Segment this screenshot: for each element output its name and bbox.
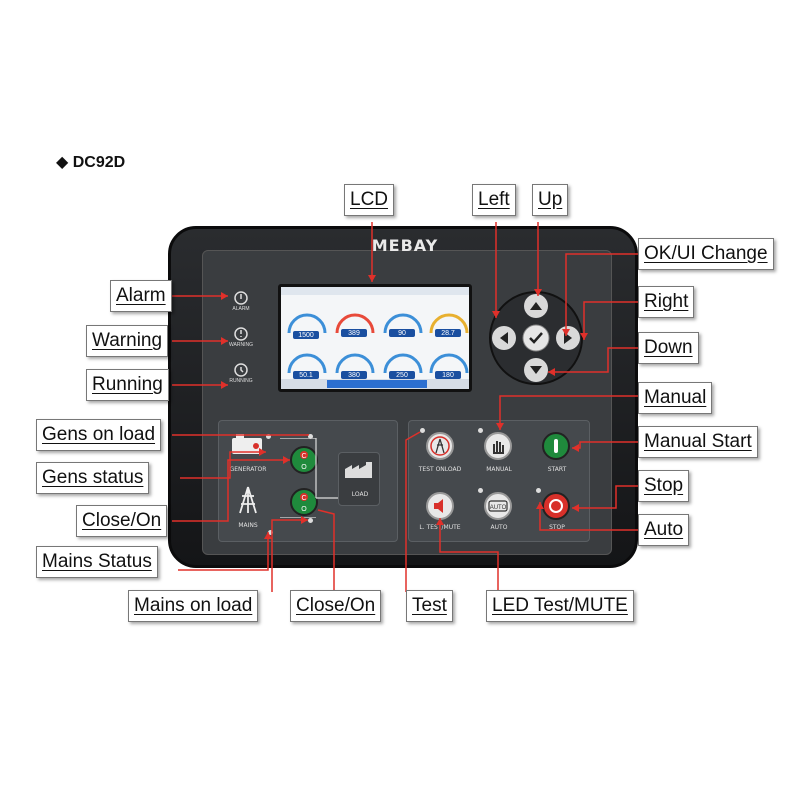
lcd-screen: 1500 389 90 28.7 50.1 380 250 180: [278, 284, 472, 392]
lcd-tab-bar: [281, 287, 469, 295]
test-onload-label: TEST ONLOAD: [418, 466, 462, 473]
callout-gens-status: Gens status: [36, 462, 150, 494]
mains-on-load-led: [308, 518, 313, 523]
tower-icon: [430, 436, 450, 456]
generator-icon: [232, 434, 262, 454]
arrow-up-icon: [530, 302, 542, 310]
callout-test: Test: [406, 590, 453, 622]
start-button[interactable]: [542, 432, 570, 460]
lcd-progress-bar: [327, 380, 427, 388]
lcd-reading: 28.7: [441, 330, 455, 337]
load-box: LOAD: [338, 452, 380, 506]
mains-label: MAINS: [238, 522, 258, 529]
callout-close-on-bottom: Close/On: [290, 590, 382, 622]
callout-mains-on-load: Mains on load: [128, 590, 259, 622]
callout-running: Running: [86, 369, 169, 401]
auto-led: [478, 488, 483, 493]
close-open-icon: CO: [300, 493, 308, 513]
running-icon: [234, 363, 248, 377]
warning-led-label: WARNING: [229, 342, 253, 348]
svg-text:O: O: [301, 464, 307, 471]
callout-led-test-mute: LED Test/MUTE: [486, 590, 634, 622]
warning-icon: [234, 327, 248, 341]
lcd-reading: 389: [348, 330, 360, 337]
test-onload-button[interactable]: [426, 432, 454, 460]
lcd-reading: 380: [348, 372, 360, 379]
alarm-icon: [234, 291, 248, 305]
stop-led: [536, 488, 541, 493]
generator-label: GENERATOR: [229, 466, 267, 473]
navigation-pad: [489, 291, 583, 385]
callout-manual: Manual: [638, 382, 713, 414]
manual-led: [478, 428, 483, 433]
callout-gens-on-load: Gens on load: [36, 419, 162, 451]
callout-warning: Warning: [86, 325, 169, 357]
callout-down: Down: [638, 332, 699, 364]
lcd-reading: 90: [398, 330, 406, 337]
auto-icon: AUTO: [488, 500, 508, 512]
warning-led: WARNING: [228, 326, 254, 348]
auto-label: AUTO: [490, 524, 508, 531]
gens-on-load-led: [308, 434, 313, 439]
lcd-reading: 180: [442, 372, 454, 379]
lcd-gauges: 1500 389 90 28.7 50.1 380 250 180: [287, 313, 469, 379]
load-label: LOAD: [351, 491, 369, 498]
ok-button[interactable]: [522, 324, 550, 352]
brand-logo: MEBAY: [371, 236, 439, 255]
arrow-down-icon: [530, 366, 542, 374]
callout-right: Right: [638, 286, 695, 318]
manual-button[interactable]: [484, 432, 512, 460]
mains-tower-icon: [239, 486, 257, 514]
lcd-reading: 250: [396, 372, 408, 379]
start-label: START: [547, 466, 567, 473]
svg-text:C: C: [301, 453, 306, 460]
checkmark-icon: [529, 332, 543, 344]
svg-text:O: O: [301, 506, 307, 513]
running-led-label: RUNNING: [229, 378, 253, 384]
up-button[interactable]: [524, 294, 548, 318]
callout-manual-start: Manual Start: [638, 426, 758, 458]
callout-close-on-left: Close/On: [76, 505, 168, 537]
gens-status-led: [266, 434, 271, 439]
svg-text:AUTO: AUTO: [490, 505, 507, 511]
stop-icon: [549, 499, 563, 513]
close-open-icon: CO: [300, 451, 308, 471]
auto-button[interactable]: AUTO: [484, 492, 512, 520]
bus-lines: [280, 438, 356, 518]
hand-icon: [493, 441, 504, 454]
lcd-reading: 1500: [298, 332, 314, 339]
alarm-led: ALARM: [228, 290, 254, 312]
test-led: [420, 428, 425, 433]
callout-alarm: Alarm: [110, 280, 172, 312]
page-title: ◆ DC92D: [56, 154, 126, 171]
factory-icon: [345, 462, 372, 478]
callout-mains-status: Mains Status: [36, 546, 158, 578]
callout-up: Up: [532, 184, 569, 216]
arrow-left-icon: [500, 332, 508, 344]
svg-text:C: C: [301, 495, 306, 502]
left-button[interactable]: [492, 326, 516, 350]
stop-button[interactable]: [542, 492, 570, 520]
stop-label: STOP: [549, 524, 565, 531]
mains-status-led: [268, 530, 273, 535]
callout-lcd: LCD: [344, 184, 395, 216]
lcd-status-bar: [281, 379, 469, 389]
start-icon: [554, 439, 558, 453]
alarm-led-label: ALARM: [232, 306, 250, 312]
callout-left: Left: [472, 184, 516, 216]
lcd-reading: 50.1: [299, 372, 313, 379]
running-led: RUNNING: [228, 362, 254, 384]
speaker-mute-icon: [434, 499, 443, 513]
callout-ok-ui-change: OK/UI Change: [638, 238, 774, 270]
callout-stop: Stop: [638, 470, 690, 502]
down-button[interactable]: [524, 358, 548, 382]
manual-label: MANUAL: [486, 466, 512, 473]
callout-auto: Auto: [638, 514, 690, 546]
